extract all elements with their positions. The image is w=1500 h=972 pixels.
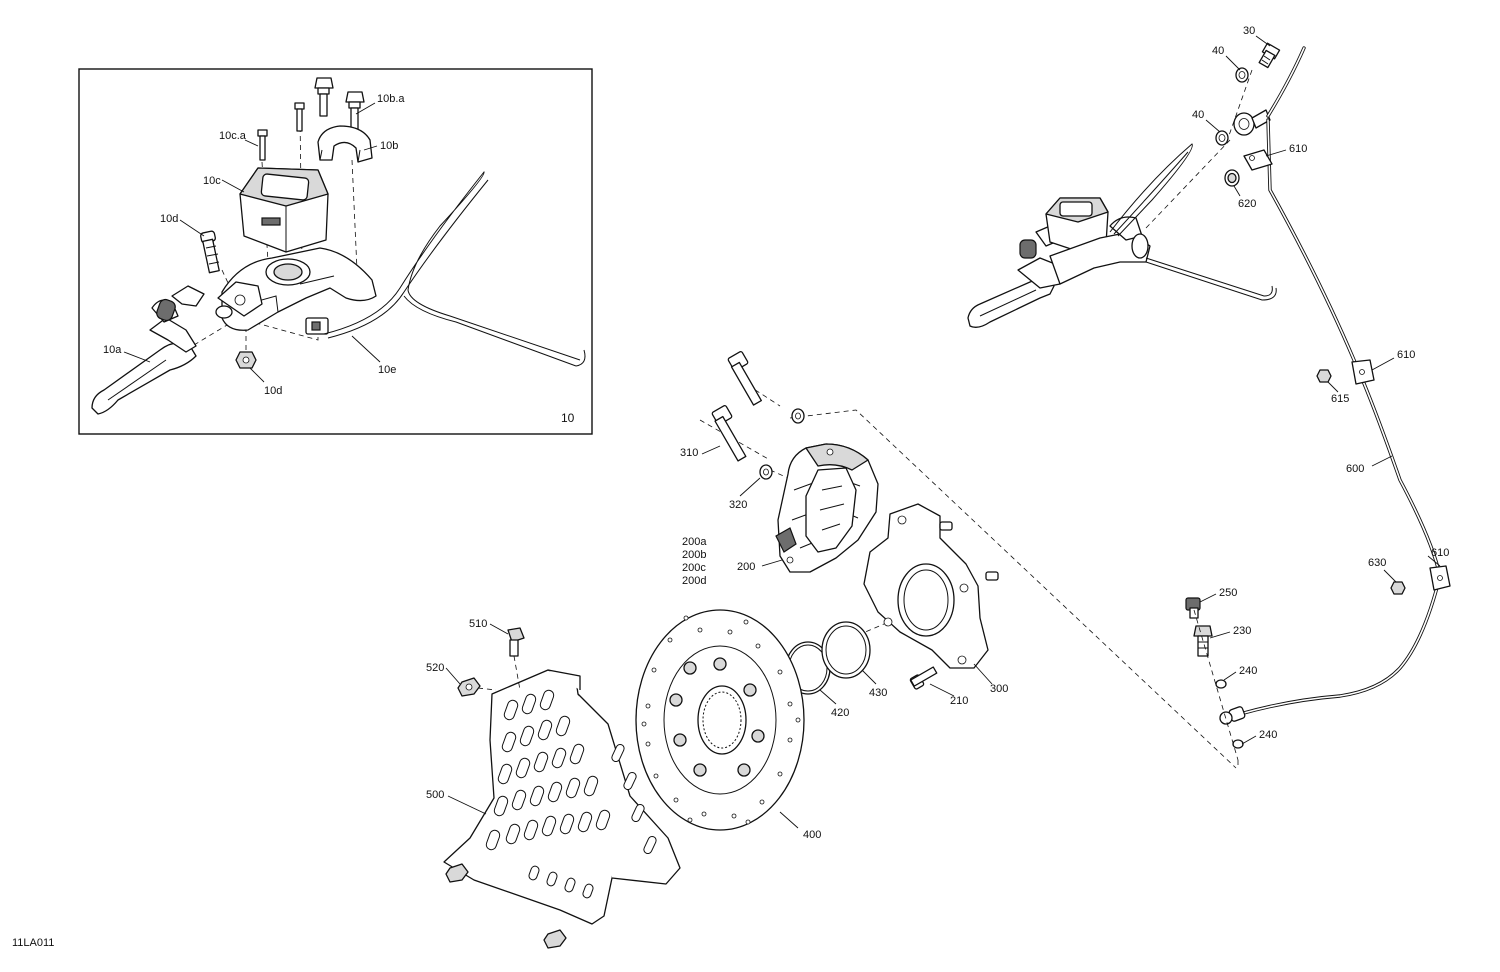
disc-vent-holes (641, 615, 801, 825)
brake-lever-10a-icon (91, 285, 205, 415)
nut-630-icon (1390, 581, 1406, 595)
hose-clip-610-mid-icon (1351, 359, 1375, 385)
callout-520: 520 (426, 662, 444, 674)
brake-disc-400-icon (635, 609, 805, 831)
callout-230: 230 (1233, 625, 1251, 637)
bolt-10ba-left-icon (314, 77, 334, 117)
callout-240-bottom: 240 (1259, 729, 1277, 741)
nut-10d-icon (235, 351, 257, 369)
callout-400: 400 (803, 829, 821, 841)
callout-620: 620 (1238, 198, 1256, 210)
screw-upper-icon (294, 102, 305, 132)
hose-clip-610-top-icon (1243, 149, 1273, 171)
washer-40-top-icon (1235, 67, 1249, 83)
nut-lower-left-icon (445, 863, 469, 883)
grommet-620-icon (1224, 169, 1240, 187)
callout-30: 30 (1243, 25, 1255, 37)
callout-510: 510 (469, 618, 487, 630)
nut-lower-right-icon (543, 929, 567, 949)
callout-300: 300 (990, 683, 1008, 695)
brake-caliper-200-icon (775, 443, 879, 573)
callout-310: 310 (680, 447, 698, 459)
callout-200b: 200b (682, 549, 706, 561)
lever-pivot-icon (215, 281, 263, 319)
switch-250-icon (1185, 597, 1201, 619)
callout-40-top: 40 (1212, 45, 1224, 57)
washer-40-mid-icon (1215, 130, 1229, 146)
callout-610-mid: 610 (1397, 349, 1415, 361)
callout-250: 250 (1219, 587, 1237, 599)
adapter-230-icon (1193, 625, 1213, 657)
callout-10ba: 10b.a (377, 93, 405, 105)
guard-slots (485, 689, 657, 899)
callout-10ca: 10c.a (219, 130, 247, 142)
caliper-bracket-300-icon (863, 503, 999, 669)
bolt-310-upper-icon (727, 351, 762, 406)
banjo-fitting-icon (1233, 109, 1271, 136)
banjo-bolt-30-icon (1258, 42, 1281, 69)
callout-610-top: 610 (1289, 143, 1307, 155)
callout-430: 430 (869, 687, 887, 699)
screw-510-icon (507, 627, 525, 657)
disc-guard-500-icon (443, 669, 681, 925)
washer-240-bottom-icon (1232, 739, 1244, 749)
bolt-310-lower-icon (711, 405, 747, 462)
callout-240-top: 240 (1239, 665, 1257, 677)
callout-10d-bottom: 10d (264, 385, 282, 397)
callout-10a: 10a (103, 344, 122, 356)
bolt-210-icon (909, 666, 938, 690)
callout-610-bottom: 610 (1431, 547, 1449, 559)
callout-320: 320 (729, 499, 747, 511)
clamp-10b-icon (317, 125, 373, 163)
reservoir-10c-icon (239, 167, 329, 253)
callout-200a: 200a (682, 536, 707, 548)
bolt-10ba-right-icon (345, 91, 365, 131)
screw-10ca-icon (257, 129, 268, 161)
brake-line-10e-icon (323, 171, 586, 367)
inset-master-cylinder-detail: 10b.a 10c.a 10b 10c 10d 10a 10d 10e 10 (78, 68, 593, 435)
callout-200c: 200c (682, 562, 706, 574)
plunger-10d-icon (200, 230, 220, 274)
disc-bolt-holes (669, 657, 765, 777)
hose-end-fitting-icon (1219, 706, 1246, 725)
callout-40-mid: 40 (1192, 109, 1204, 121)
handlebar-master-cylinder-assembly (967, 139, 1277, 328)
callout-200: 200 (737, 561, 755, 573)
callout-200d: 200d (682, 575, 706, 587)
callout-420: 420 (831, 707, 849, 719)
drawing-id: 11LA011 (12, 937, 54, 949)
callout-10d-top: 10d (160, 213, 178, 225)
hose-clip-610-bottom-icon (1429, 565, 1451, 591)
callout-10c: 10c (203, 175, 221, 187)
washer-320-lower-icon (759, 464, 773, 480)
master-cylinder-body-icon (221, 247, 377, 335)
brake-hose-600-icon (1228, 46, 1442, 718)
nut-615-icon (1316, 369, 1332, 383)
callout-10b: 10b (380, 140, 398, 152)
seal-ring-430-icon (821, 621, 871, 679)
nut-520-icon (457, 677, 481, 697)
callout-630: 630 (1368, 557, 1386, 569)
inset-number: 10 (561, 411, 575, 425)
callout-615: 615 (1331, 393, 1349, 405)
washer-320-upper-icon (791, 408, 805, 424)
callout-500: 500 (426, 789, 444, 801)
washer-240-top-icon (1215, 679, 1227, 689)
callout-210: 210 (950, 695, 968, 707)
callout-10e: 10e (378, 364, 396, 376)
callout-600: 600 (1346, 463, 1364, 475)
